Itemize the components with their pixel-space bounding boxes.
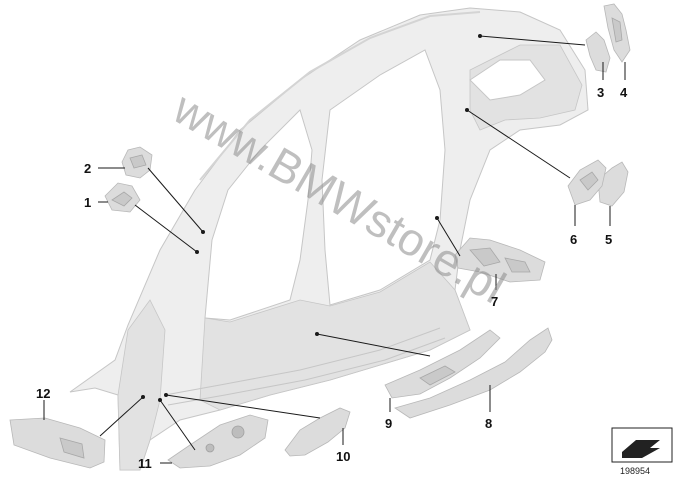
part-12 [9, 417, 106, 469]
callout-10: 10 [336, 449, 350, 464]
part-9 [384, 329, 501, 399]
callout-3: 3 [597, 85, 604, 100]
part-11 [167, 414, 269, 469]
reference-badge: 198954 [611, 427, 673, 476]
callout-12: 12 [36, 386, 50, 401]
part-7 [454, 237, 546, 283]
part-6 [567, 159, 607, 206]
callout-2: 2 [84, 161, 91, 176]
body-side-frame [69, 7, 589, 471]
reference-number: 198954 [620, 466, 650, 476]
part-5 [597, 161, 629, 207]
part-10 [284, 407, 351, 457]
part-3 [585, 31, 611, 73]
callout-7: 7 [491, 294, 498, 309]
callout-11: 11 [138, 456, 152, 471]
callout-6: 6 [570, 232, 577, 247]
callout-4: 4 [620, 85, 628, 100]
part-1 [104, 182, 141, 213]
part-4 [603, 3, 631, 63]
callout-8: 8 [485, 416, 492, 431]
part-2 [121, 146, 153, 179]
callout-9: 9 [385, 416, 392, 431]
arrow-icon [622, 440, 660, 458]
callout-5: 5 [605, 232, 612, 247]
part-8 [394, 327, 553, 419]
leader-lines [43, 34, 626, 464]
callout-1: 1 [84, 195, 91, 210]
